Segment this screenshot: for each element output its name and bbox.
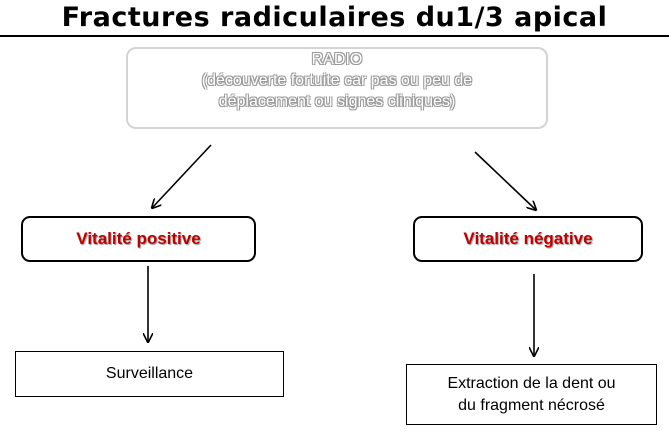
arrow-radio-to-positive [152, 144, 212, 208]
extraction-node: Extraction de la dent ou du fragment néc… [406, 364, 657, 425]
extraction-line-2: du fragment nécrosé [458, 396, 605, 414]
extraction-line-1: Extraction de la dent ou [447, 374, 616, 392]
title-underline [0, 35, 669, 37]
radio-description-line-1: (découverte fortuite car pas ou peu de [201, 72, 473, 89]
radio-label: RADIO [311, 51, 363, 68]
surveillance-node: Surveillance [15, 351, 284, 397]
radio-description-line-2: déplacement ou signes cliniques) [218, 93, 456, 110]
vitality-negative-node: Vitalité négative [413, 216, 643, 262]
vitality-positive-node: Vitalité positive [21, 216, 256, 262]
radio-node: RADIO (découverte fortuite car pas ou pe… [126, 47, 548, 129]
arrow-radio-to-negative [474, 151, 536, 210]
page-title: Fractures radiculaires du1/3 apical [61, 2, 608, 33]
